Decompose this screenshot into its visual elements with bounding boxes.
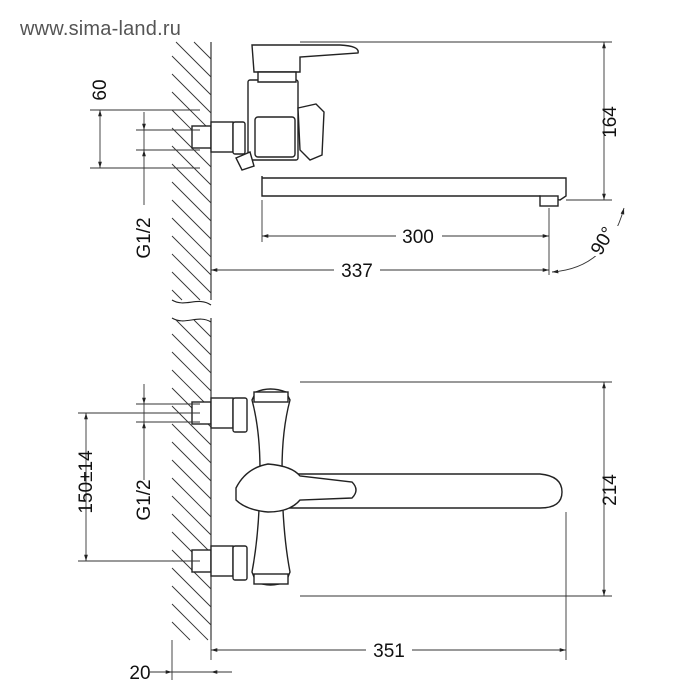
hatch-line (171, 91, 212, 132)
dim-300-label: 300 (402, 227, 434, 248)
hatch-line (171, 351, 212, 392)
dim-351-label: 351 (373, 641, 405, 662)
hatch-line (171, 217, 212, 258)
hatch-line (171, 333, 212, 374)
dim-thread-top-label: G1/2 (134, 217, 155, 258)
hatch-line (171, 271, 201, 301)
hatch-line (171, 163, 212, 204)
hatch-line (171, 513, 212, 554)
side-view-mixer (191, 44, 567, 207)
hatch-line (171, 289, 183, 301)
hatch-line (171, 181, 212, 222)
dim-thread-front-label: G1/2 (134, 479, 155, 520)
dim-60-label: 60 (90, 79, 111, 100)
dim-centers-label: 150±14 (76, 450, 97, 514)
hatch-line (171, 145, 212, 186)
hatch-line (171, 585, 212, 626)
hatch-line (171, 459, 212, 500)
front-view-dimensions (78, 381, 612, 680)
hatch-line (171, 603, 209, 641)
hatch-line (171, 73, 212, 114)
hatch-line (193, 41, 212, 60)
hatch-line (171, 441, 212, 482)
watermark-text: www.sima-land.ru (20, 18, 182, 40)
hatch-line (171, 253, 212, 294)
dim-337-label: 337 (341, 261, 373, 282)
hatch-line (193, 319, 212, 338)
dim-20-label: 20 (129, 663, 150, 684)
dim-164-label: 164 (600, 106, 621, 138)
hatch-line (171, 55, 212, 96)
front-view-mixer (191, 388, 563, 586)
hatch-line (175, 319, 212, 356)
hatch-line (171, 235, 212, 276)
dim-214-label: 214 (600, 474, 621, 506)
hatch-line (171, 621, 191, 641)
hatch-line (171, 199, 212, 240)
hatch-line (171, 405, 212, 446)
hatch-line (171, 477, 212, 518)
side-view-dimensions (90, 41, 625, 275)
hatch-line (171, 423, 212, 464)
hatch-line (171, 567, 212, 608)
hatch-line (175, 41, 212, 78)
hatch-line (171, 495, 212, 536)
